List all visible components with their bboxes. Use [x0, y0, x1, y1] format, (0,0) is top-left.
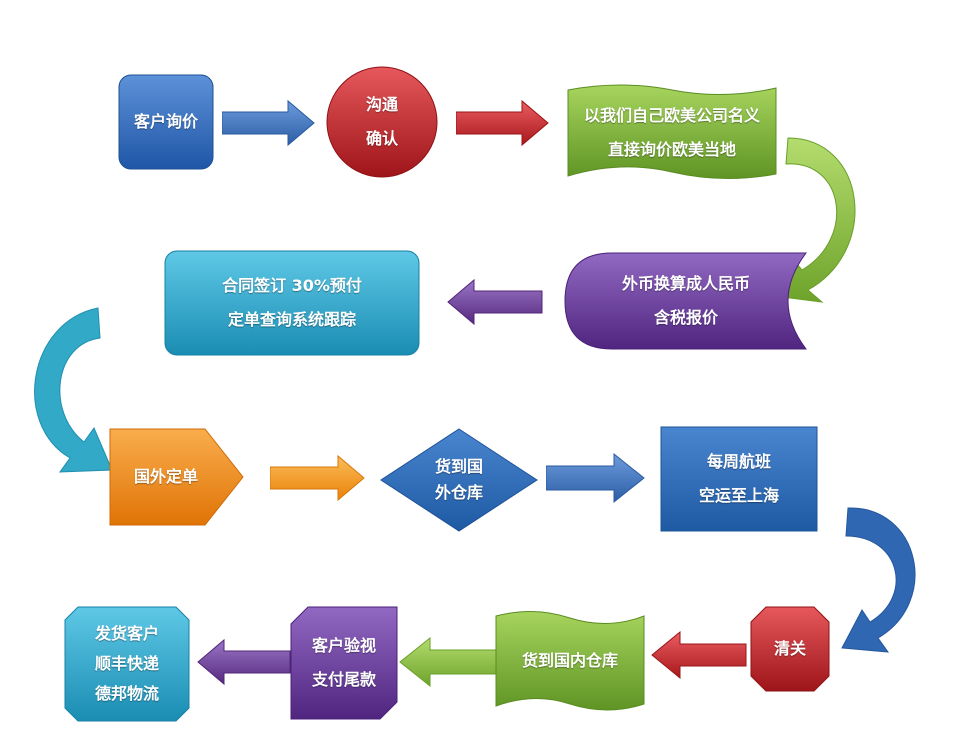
arrow-quote-to-contract — [447, 278, 543, 326]
node-acceptance-line1: 客户验视 — [311, 636, 376, 655]
arrow-customs-to-domestic — [651, 630, 747, 680]
curve-arrow-cyan — [34, 307, 113, 473]
node-delivery-line2: 顺丰快递 — [94, 654, 159, 673]
node-foreign-warehouse: 货到国 外仓库 — [380, 428, 538, 532]
node-customs-label: 清关 — [773, 639, 806, 658]
node-foreign-order: 国外定单 — [109, 428, 245, 526]
arrow-confirm-to-eu-inquiry — [456, 99, 549, 147]
node-contract-line2: 定单查询系统跟踪 — [227, 310, 356, 329]
node-contract: 合同签订 30%预付 定单查询系统跟踪 — [164, 250, 420, 356]
node-rmb-quote-line2: 含税报价 — [653, 308, 718, 327]
arrow-warehouse-to-flight — [546, 452, 645, 504]
node-confirm-line2: 确认 — [365, 129, 398, 148]
node-confirm-line1: 沟通 — [365, 95, 398, 114]
node-customs: 清关 — [750, 606, 830, 692]
node-domestic-warehouse-label: 货到国内仓库 — [521, 651, 618, 670]
node-rmb-quote-line1: 外币换算成人民币 — [621, 274, 750, 293]
node-flight-line2: 空运至上海 — [698, 486, 779, 505]
node-eu-inquiry-line1: 以我们自己欧美公司名义 — [583, 106, 760, 125]
node-foreign-order-label: 国外定单 — [133, 467, 198, 486]
node-contract-line1: 合同签订 30%预付 — [222, 276, 362, 295]
node-confirm: 沟通 确认 — [326, 66, 438, 178]
node-acceptance-line2: 支付尾款 — [311, 670, 376, 689]
node-flight-line1: 每周航班 — [706, 452, 771, 471]
node-customer-inquiry: 客户询价 — [118, 74, 214, 170]
node-eu-inquiry: 以我们自己欧美公司名义 直接询价欧美当地 — [566, 84, 778, 182]
node-customer-inquiry-label: 客户询价 — [133, 112, 198, 131]
node-delivery-line3: 德邦物流 — [94, 684, 159, 703]
node-rmb-quote: 外币换算成人民币 含税报价 — [564, 252, 808, 350]
arrow-inquiry-to-confirm — [222, 99, 315, 147]
node-domestic-warehouse: 货到国内仓库 — [494, 608, 646, 714]
arrow-domestic-to-acceptance — [399, 636, 501, 688]
node-delivery: 发货客户 顺丰快递 德邦物流 — [64, 606, 190, 722]
node-foreign-warehouse-line1: 货到国 — [434, 457, 483, 476]
node-acceptance: 客户验视 支付尾款 — [290, 606, 398, 720]
node-eu-inquiry-line2: 直接询价欧美当地 — [607, 140, 736, 159]
node-flight: 每周航班 空运至上海 — [660, 426, 818, 532]
arrow-order-to-warehouse — [270, 454, 365, 502]
node-foreign-warehouse-line2: 外仓库 — [434, 483, 483, 502]
arrow-acceptance-to-delivery — [197, 638, 291, 686]
node-delivery-line1: 发货客户 — [94, 624, 159, 643]
curve-arrow-blue — [841, 507, 916, 653]
